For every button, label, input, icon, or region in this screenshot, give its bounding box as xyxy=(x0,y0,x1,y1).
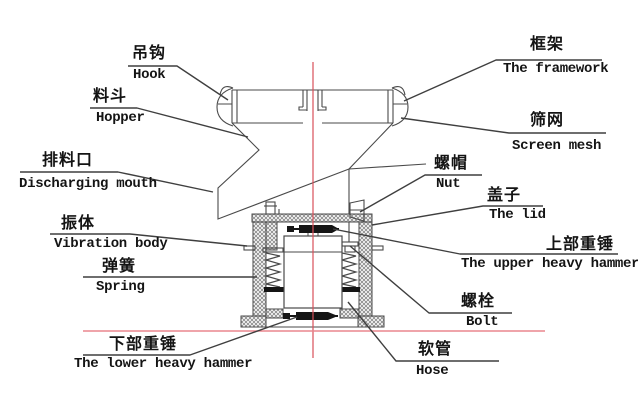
label-hopper-cn: 料斗 xyxy=(93,88,128,105)
leader-lower-hammer xyxy=(83,316,298,356)
red-centerlines xyxy=(83,62,545,358)
leader-framework xyxy=(403,59,602,102)
center-clamp xyxy=(298,90,327,111)
lid-bolt-left xyxy=(265,201,276,215)
label-hook-en: Hook xyxy=(133,67,166,83)
label-bolt-cn: 螺栓 xyxy=(461,293,496,310)
label-nut-cn: 螺帽 xyxy=(434,155,469,172)
label-bolt-en: Bolt xyxy=(466,314,499,330)
label-lid-en: The lid xyxy=(489,207,546,223)
leader-bolt xyxy=(349,245,512,314)
side-pin-left xyxy=(243,245,256,251)
leader-lid xyxy=(371,205,543,226)
spring-base-bars xyxy=(264,287,360,292)
spring-seat-left xyxy=(262,247,284,253)
label-spring-cn: 弹簧 xyxy=(102,258,137,275)
label-hose-en: Hose xyxy=(416,363,449,379)
label-framework-en: The framework xyxy=(503,61,609,77)
label-framework-cn: 框架 xyxy=(530,36,565,53)
label-lid-cn: 盖子 xyxy=(487,187,522,204)
hopper-funnel-lines xyxy=(217,122,427,220)
floor-right xyxy=(339,308,360,319)
right-hook-cap xyxy=(391,86,409,127)
leader-vibration xyxy=(50,233,248,247)
lid-nut-right xyxy=(349,199,365,222)
label-hook-cn: 吊钩 xyxy=(132,45,167,62)
label-lower-hammer-cn: 下部重锤 xyxy=(109,336,178,353)
label-upper-hammer-cn: 上部重锤 xyxy=(546,236,615,253)
label-lower-hammer-en: The lower heavy hammer xyxy=(74,356,253,372)
drum-outline xyxy=(216,86,409,127)
label-hose-cn: 软管 xyxy=(418,341,453,358)
spring-right xyxy=(339,252,359,288)
spring-left xyxy=(263,252,283,288)
left-hook-cap xyxy=(216,86,234,127)
leader-screen-mesh xyxy=(400,117,606,134)
label-hopper-en: Hopper xyxy=(96,110,145,126)
left-foot xyxy=(240,315,267,328)
left-wall xyxy=(252,221,267,317)
leader-discharging xyxy=(20,171,214,193)
inner-pillar xyxy=(265,221,278,251)
label-discharging-en: Discharging mouth xyxy=(19,176,157,192)
leader-lines xyxy=(20,59,618,362)
lid-plate xyxy=(251,213,373,223)
label-discharging-cn: 排料口 xyxy=(42,152,94,169)
side-pin-right xyxy=(371,245,384,251)
label-upper-hammer-en: The upper heavy hammer xyxy=(461,256,638,272)
label-vibration-en: Vibration body xyxy=(54,236,168,252)
base-housing xyxy=(240,213,385,328)
label-nut-en: Nut xyxy=(436,176,461,192)
leader-hook xyxy=(128,65,229,101)
leader-upper-hammer xyxy=(332,228,618,255)
springs xyxy=(263,252,359,288)
floor-left xyxy=(265,308,284,319)
leader-hose xyxy=(347,301,499,362)
label-vibration-cn: 振体 xyxy=(61,215,96,232)
leader-nut xyxy=(359,174,482,213)
lower-hammer-shape xyxy=(283,312,338,320)
label-screen-mesh-en: Screen mesh xyxy=(512,138,602,154)
label-screen-mesh-cn: 筛网 xyxy=(530,112,565,129)
right-foot xyxy=(357,315,385,328)
label-spring-en: Spring xyxy=(96,279,145,295)
leader-hopper xyxy=(90,107,249,138)
